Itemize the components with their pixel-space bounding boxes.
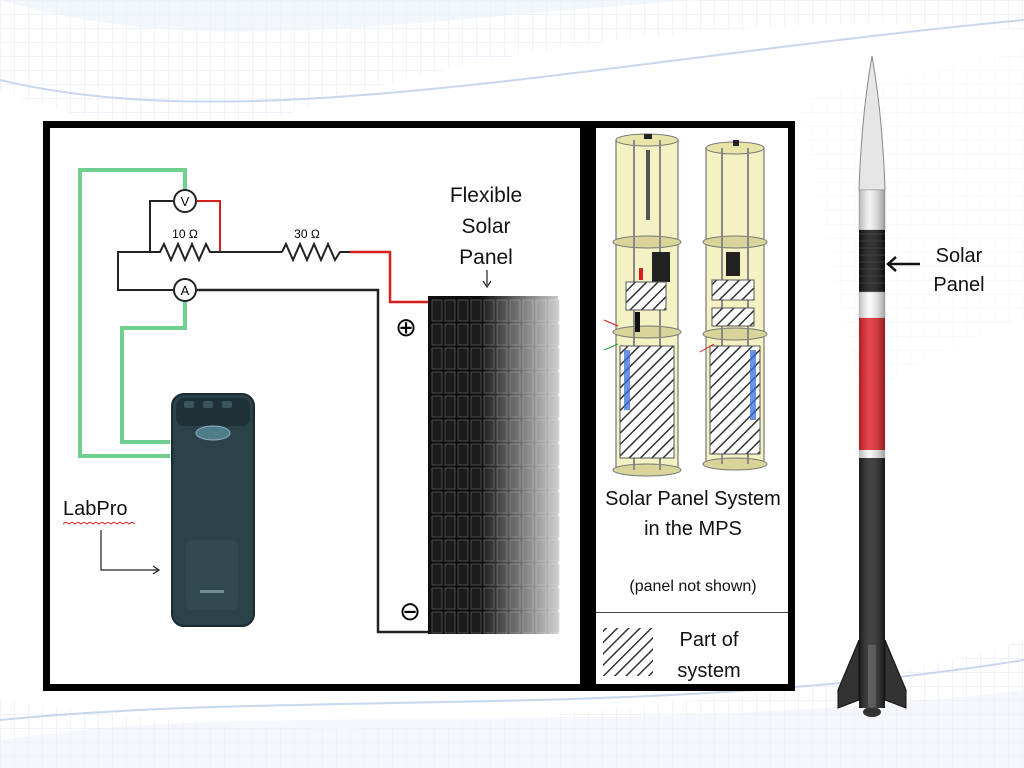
rocket-pointer-head [886,256,897,272]
legend-label: Part of system [677,629,741,682]
solar-cell [444,515,456,538]
legend-hatch-swatch [603,628,653,676]
solar-arrow-head [482,280,492,289]
solar-cell [470,515,482,538]
solar-cell [457,419,469,442]
solar-cell [431,539,443,562]
resistor-10-icon [150,241,282,263]
solar-cell [431,299,443,322]
ammeter-symbol: A [181,283,190,298]
resistor-30-label: 30 Ω [294,227,320,241]
flexible-solar-panel-label: Flexible Solar Panel [449,184,523,269]
solar-cell [444,491,456,514]
solar-cell [444,611,456,634]
solar-cell [470,611,482,634]
solar-cell [444,443,456,466]
mps-tube-right [699,140,768,471]
voltmeter-wire-right [197,200,221,252]
solar-cell [431,443,443,466]
solar-cell [470,587,482,610]
solar-cell [457,491,469,514]
ammeter-icon [173,278,197,302]
solar-cell [431,371,443,394]
solar-cell [470,419,482,442]
rocket-image [837,55,920,717]
solar-cell [470,347,482,370]
red-wire [350,250,430,304]
green-wire-top [78,168,187,458]
labpro-label: LabPro [63,498,128,520]
spellcheck-underline [63,522,135,525]
labpro-device-image [171,393,255,627]
solar-cell [444,467,456,490]
solar-cell [431,419,443,442]
solar-cell [444,587,456,610]
mps-tube-left [603,133,682,477]
solar-panel-image [428,296,580,634]
voltmeter-icon [173,189,197,213]
circuit-wire-main [117,251,173,291]
solar-cell [470,491,482,514]
solar-cell [444,371,456,394]
solar-cell [470,443,482,466]
solar-cell [457,443,469,466]
solar-cell [444,419,456,442]
solar-cell [457,515,469,538]
solar-cell [444,395,456,418]
solar-cell [457,539,469,562]
solar-cell [457,347,469,370]
solar-cell [470,563,482,586]
solar-cell [457,611,469,634]
solar-cell [431,467,443,490]
solar-cell [444,323,456,346]
solar-cell [444,563,456,586]
solar-cell [457,323,469,346]
solar-cell [470,539,482,562]
solar-cell [470,395,482,418]
voltmeter-wire-left [149,200,173,252]
circuit-diagram: V A 10 Ω 30 Ω ⊕ ⊖ [78,168,580,634]
rocket-body [837,55,907,717]
solar-cell [431,515,443,538]
resistor-30-icon [281,241,350,263]
mps-system-image [603,133,768,676]
legend-divider [596,612,788,613]
minus-terminal-icon: ⊖ [399,597,421,627]
circuit-wire-bottom [197,288,430,634]
rocket-solar-panel-label: Solar Panel [933,245,985,296]
solar-cell [457,563,469,586]
solar-cell [431,563,443,586]
solar-cell [444,299,456,322]
solar-cell [470,467,482,490]
solar-cell [444,347,456,370]
solar-cell [457,467,469,490]
labpro-pointer-head [152,565,161,575]
solar-cell [431,491,443,514]
solar-cell [444,539,456,562]
mps-note: (panel not shown) [629,578,757,595]
solar-cell [470,371,482,394]
solar-cell [431,347,443,370]
solar-cell [457,371,469,394]
mps-caption: Solar Panel System in the MPS [605,488,781,540]
voltmeter-symbol: V [181,194,190,209]
solar-cell [470,323,482,346]
solar-cell [457,395,469,418]
labpro-pointer-icon [100,530,158,571]
solar-cell [431,611,443,634]
green-wire-bottom [120,300,187,444]
solar-cell [457,299,469,322]
solar-cell [431,323,443,346]
plus-terminal-icon: ⊕ [395,313,417,343]
solar-cell [470,299,482,322]
solar-cell [431,587,443,610]
solar-cell [457,587,469,610]
resistor-10-label: 10 Ω [172,227,198,241]
solar-cell [431,395,443,418]
